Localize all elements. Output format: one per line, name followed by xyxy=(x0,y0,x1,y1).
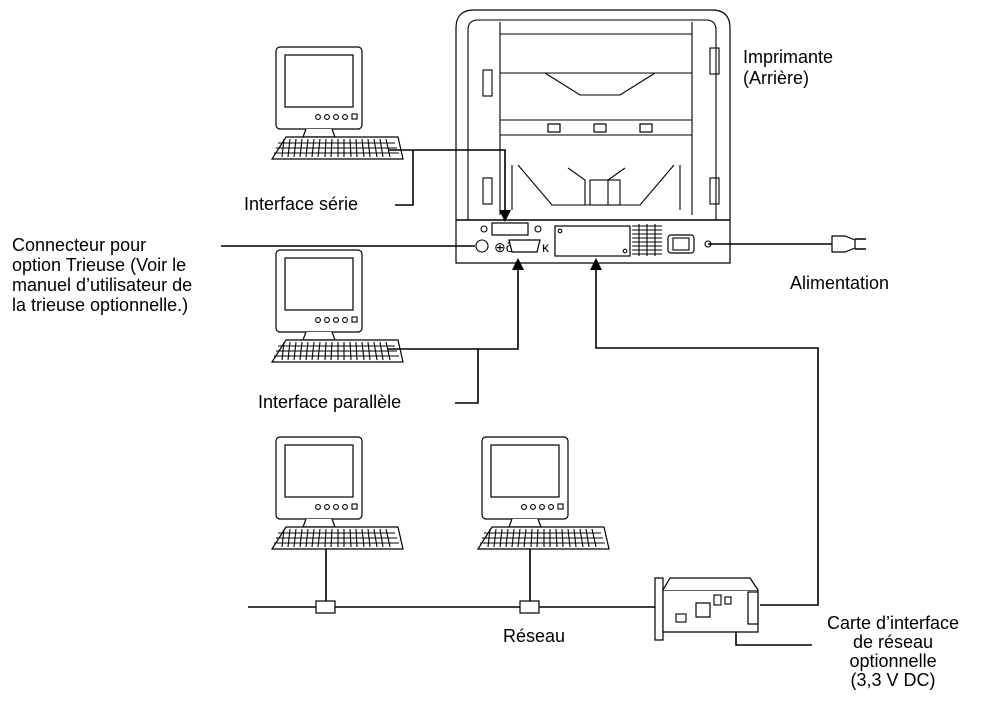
printer-label: Imprimante (Arrière) xyxy=(743,47,833,89)
connector-label-line-1: Connecteur pour xyxy=(12,235,147,255)
parallel-interface-label: Interface parallèle xyxy=(258,392,402,412)
serial-interface-label: Interface série xyxy=(244,194,359,214)
computer-serial xyxy=(271,46,404,160)
computer-parallel xyxy=(271,249,404,363)
connector-label-line-2: option Trieuse (Voir le xyxy=(12,255,187,275)
card-label-line-1: Carte d’interface xyxy=(827,613,960,633)
card-label-line-4: (3,3 V DC) xyxy=(850,670,936,690)
printer-rear: ⊕ð ĸ xyxy=(455,9,731,264)
printer-label-line-1: Imprimante xyxy=(743,47,834,67)
power-label: Alimentation xyxy=(790,273,890,293)
network-card-label: Carte d’interface de réseau optionnelle … xyxy=(827,614,959,690)
card-label-line-2: de réseau xyxy=(853,632,934,652)
serial-cable xyxy=(388,149,506,215)
card-label-line-3: optionnelle xyxy=(849,651,937,671)
connector-label-line-4: la trieuse optionnelle.) xyxy=(12,295,189,315)
computer-network-1 xyxy=(271,436,404,550)
svg-text:⊕ð: ⊕ð xyxy=(494,239,514,255)
computer-network-2 xyxy=(477,436,610,550)
network-interface-card xyxy=(654,577,812,646)
printer-label-line-2: (Arrière) xyxy=(743,68,809,88)
network-card-cable xyxy=(595,262,819,606)
network-label: Réseau xyxy=(503,626,566,646)
svg-text:ĸ: ĸ xyxy=(542,239,550,255)
parallel-cable xyxy=(388,262,519,350)
connector-label-line-3: manuel d’utilisateur de xyxy=(12,275,193,295)
sorter-connector-label: Connecteur pour option Trieuse (Voir le … xyxy=(12,235,192,315)
power-plug xyxy=(831,235,866,253)
